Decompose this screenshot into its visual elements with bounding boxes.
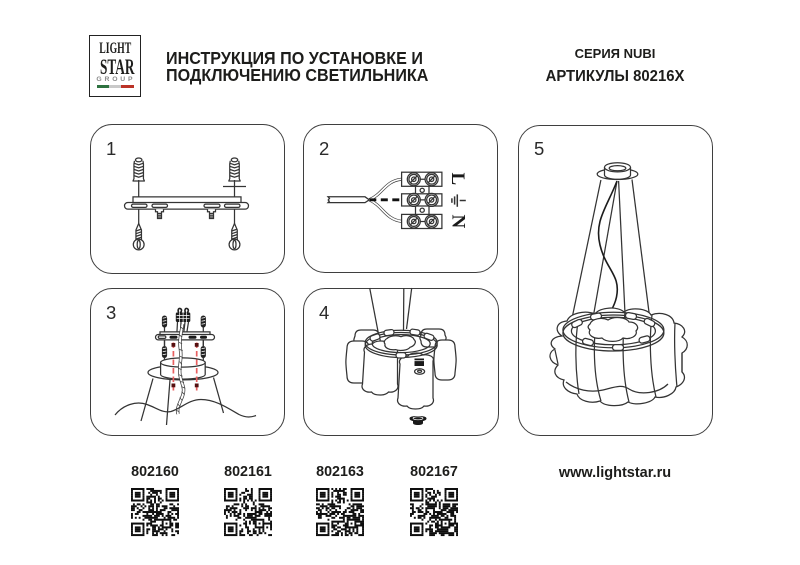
svg-text:N: N [448,215,469,229]
svg-text:L: L [447,173,468,186]
